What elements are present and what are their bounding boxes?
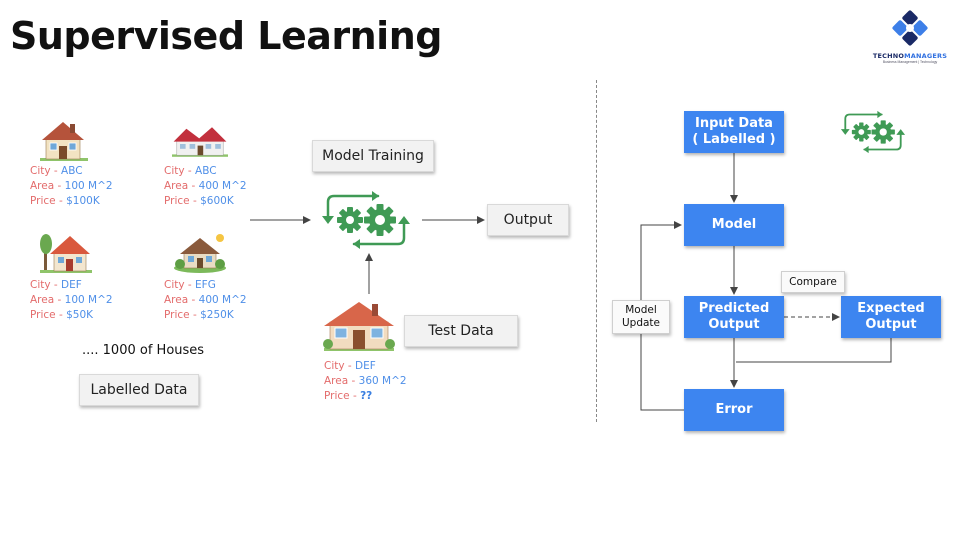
error-box: Error (684, 389, 784, 431)
logo-tagline: Business Management | Technology (882, 60, 938, 64)
house-2-details: City - ABC Area - 400 M^2 Price - $600K (164, 165, 247, 207)
model-box: Model (684, 204, 784, 246)
compare-label: Compare (781, 271, 845, 293)
house-4-icon (174, 234, 226, 273)
input-data-box: Input Data( Labelled ) (684, 111, 784, 153)
model-training-gears-icon (322, 191, 410, 249)
company-logo: TECHNOMANAGERS Business Management | Tec… (870, 8, 950, 66)
decorative-gears-icon (840, 110, 906, 154)
labelled-data-box: Labelled Data (79, 374, 199, 406)
test-house-details: City - DEF Area - 360 M^2 Price - ?? (324, 360, 407, 402)
house-3-icon (40, 234, 92, 273)
house-3-details: City - DEF Area - 100 M^2 Price - $50K (30, 279, 113, 321)
logo-mark-icon (892, 10, 928, 46)
test-data-box: Test Data (404, 315, 518, 347)
section-divider (596, 80, 597, 422)
house-4-details: City - EFG Area - 400 M^2 Price - $250K (164, 279, 247, 321)
house-2-icon (172, 127, 228, 157)
house-1-icon (40, 122, 88, 161)
house-1-details: City - ABC Area - 100 M^2 Price - $100K (30, 165, 113, 207)
model-training-box: Model Training (312, 140, 434, 172)
output-box: Output (487, 204, 569, 236)
logo-wordmark: TECHNOMANAGERS (872, 52, 948, 60)
more-houses-note: .... 1000 of Houses (82, 343, 205, 358)
page-title: Supervised Learning (10, 14, 442, 58)
expected-to-error-line (736, 338, 892, 363)
test-house-icon (323, 302, 395, 351)
